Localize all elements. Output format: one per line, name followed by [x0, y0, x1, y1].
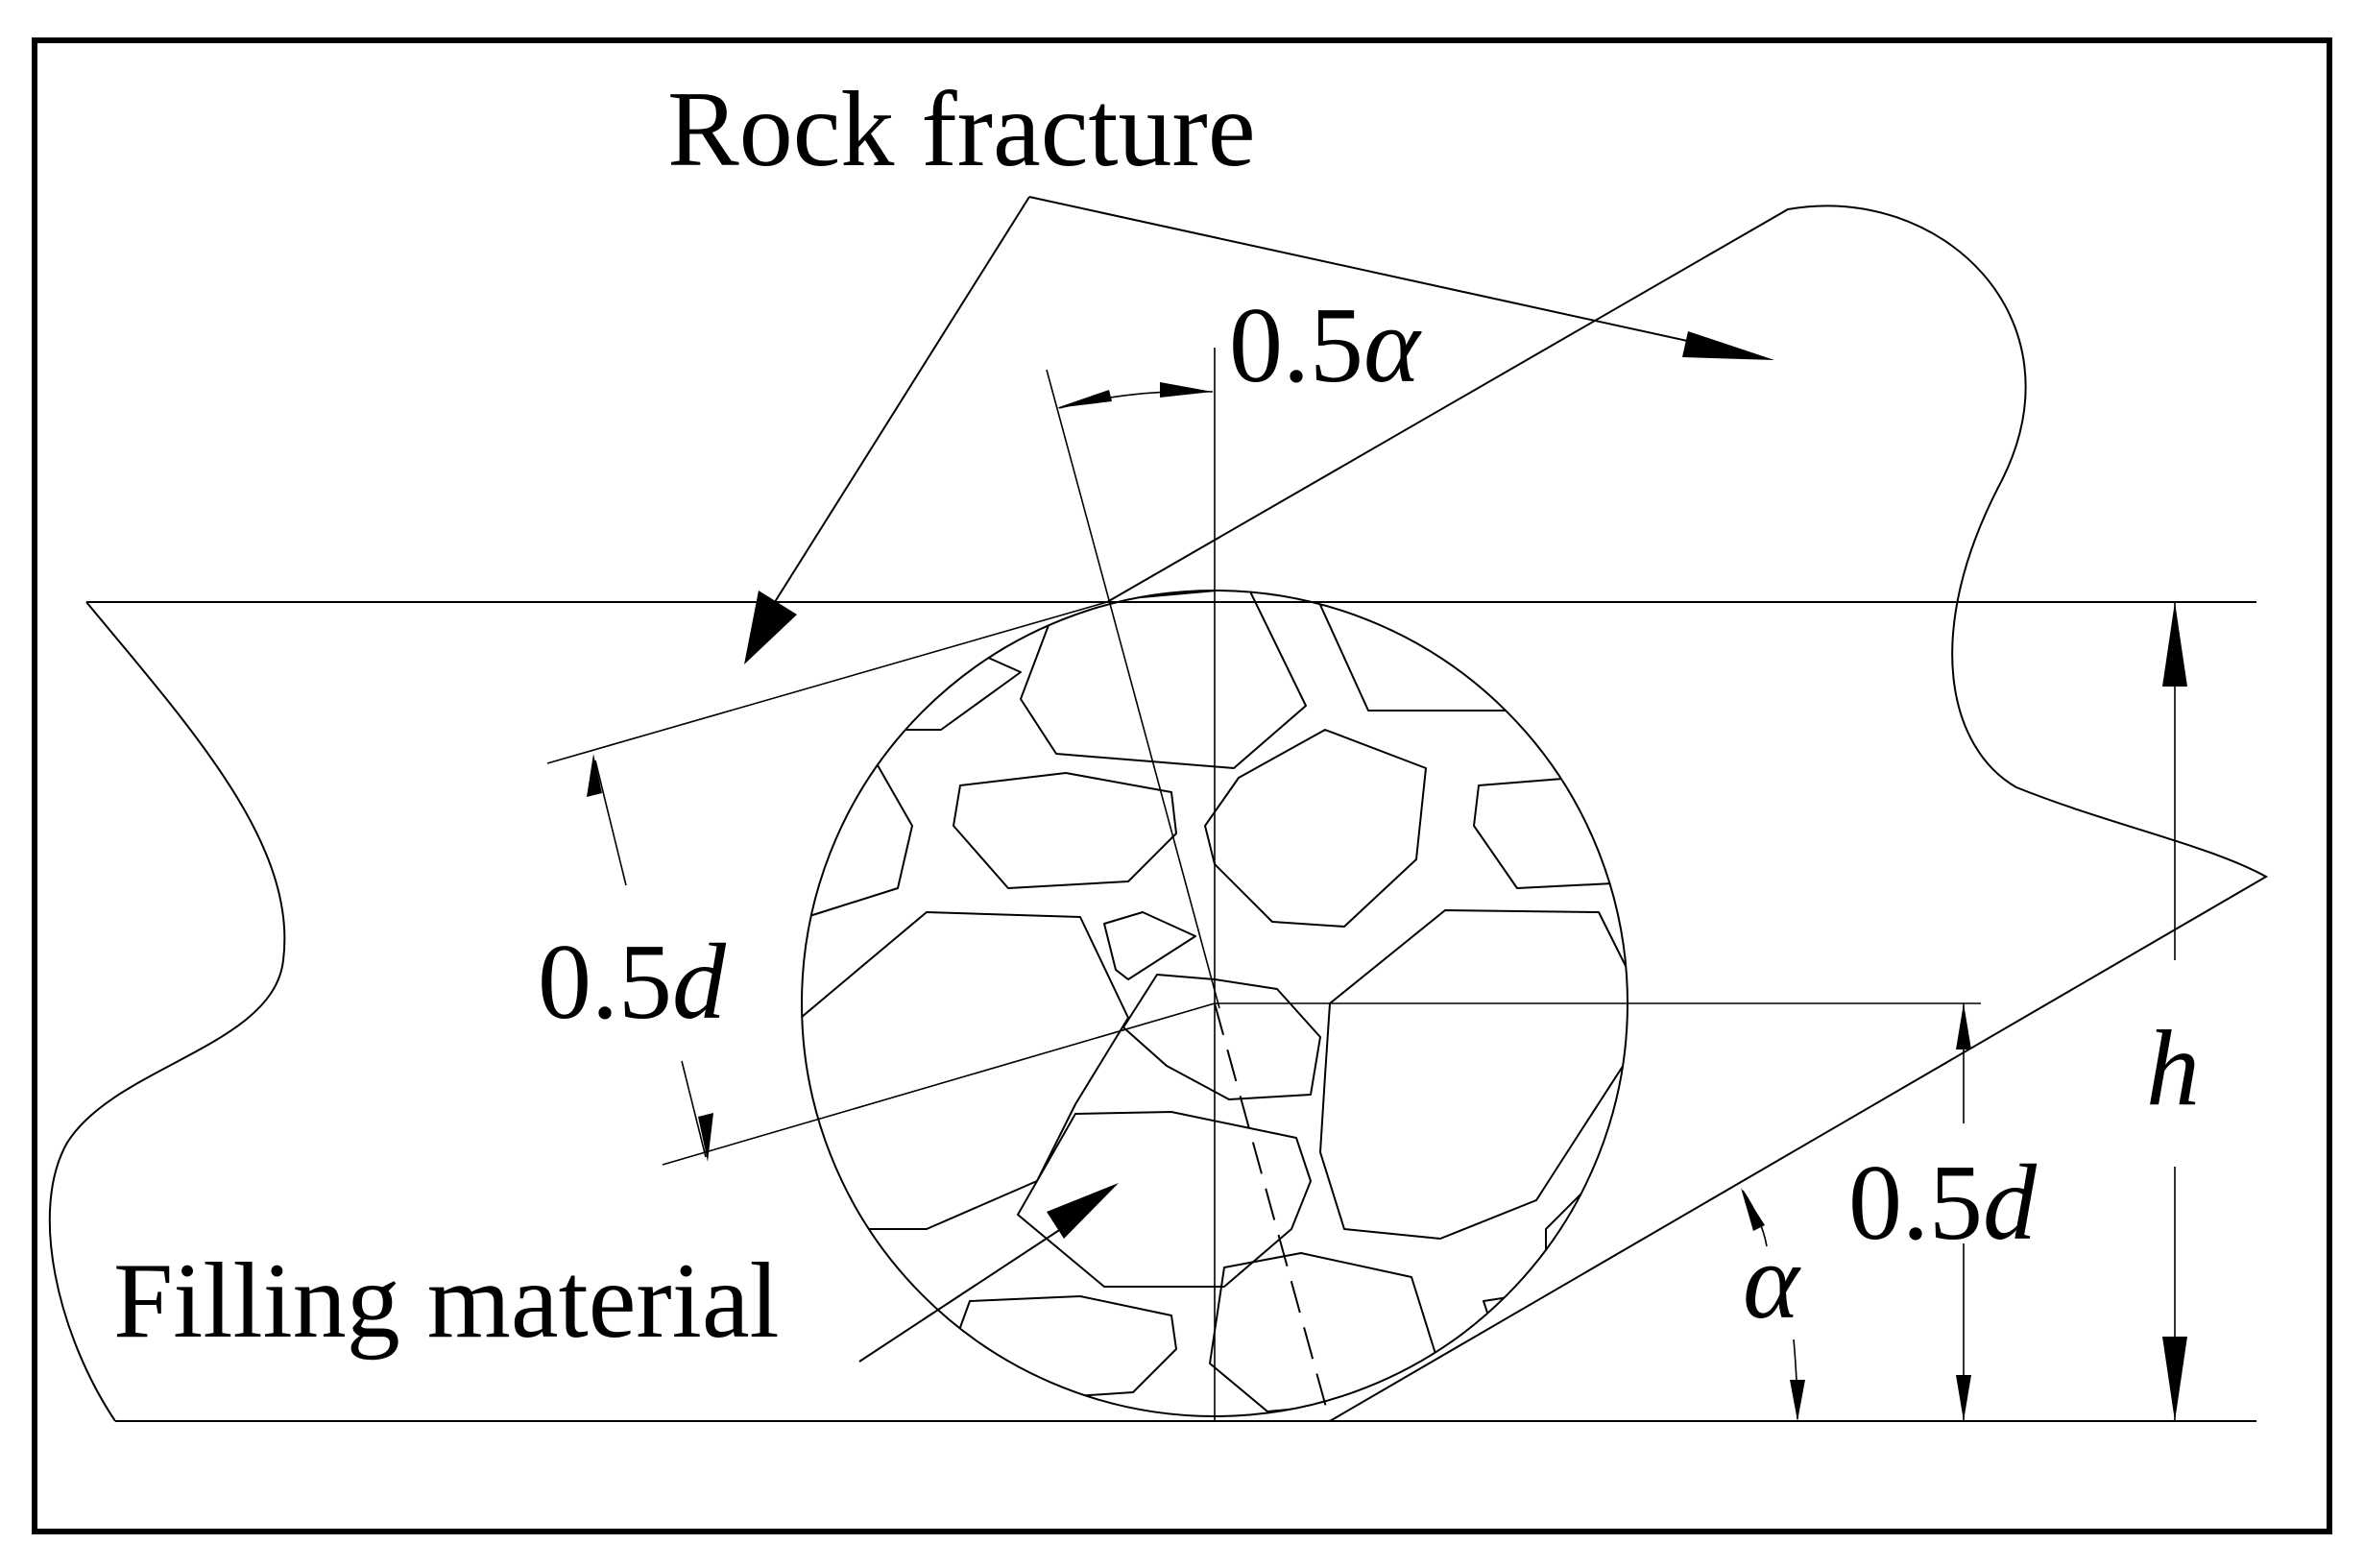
rock-fracture-leader-left — [767, 196, 1030, 614]
half-alpha-symbol: α — [1363, 286, 1422, 405]
alpha-arrowhead-bottom — [1790, 1380, 1805, 1421]
grain — [1319, 909, 1628, 1240]
half-alpha-arrowhead-right — [1160, 382, 1213, 398]
h-dim-arrowhead-top — [2162, 602, 2187, 687]
filling-material-leader — [858, 1218, 1076, 1363]
right-half-d-symbol: d — [1983, 1144, 2038, 1263]
left-dim-extension-top — [546, 601, 1108, 764]
inclined-axis-line — [1046, 369, 1220, 1009]
filling-material-label: Filling material — [113, 1242, 780, 1361]
grain — [950, 1295, 1177, 1403]
grain — [1473, 777, 1624, 889]
particle-grains — [802, 591, 1628, 1412]
left-half-d-symbol: d — [672, 923, 727, 1042]
grain — [1545, 1161, 1624, 1278]
right-dim-arrowhead-bottom — [1956, 1375, 1971, 1421]
grain — [1209, 1252, 1436, 1412]
rock-fracture-label: Rock fracture — [667, 70, 1256, 189]
left-dim-arrowhead-bottom — [698, 1113, 713, 1162]
half-alpha-label: 0.5α — [1229, 286, 1422, 405]
rock-block-outline — [1106, 205, 2269, 1422]
right-half-d-label: 0.5d — [1848, 1144, 2038, 1263]
grain — [802, 758, 913, 918]
left-dim-line-lower — [681, 1060, 707, 1158]
alpha-arrowhead-top — [1741, 1188, 1765, 1231]
grain — [882, 652, 1022, 731]
left-half-d-label: 0.5d — [538, 923, 727, 1042]
half-alpha-number: 0.5 — [1229, 286, 1363, 405]
right-dim-arrowhead-top — [1956, 1003, 1971, 1049]
inclined-axis-dashed-line — [1214, 1002, 1331, 1422]
grain — [1319, 604, 1532, 712]
right-half-d-number: 0.5 — [1848, 1144, 1983, 1263]
rock-fracture-arrowhead-left — [744, 591, 797, 664]
figure-frame — [32, 37, 2332, 1534]
left-dim-line-upper — [594, 760, 627, 886]
h-dim-arrowhead-bottom — [2162, 1337, 2187, 1421]
grain — [802, 911, 1129, 1230]
fracture-left-break-line — [48, 601, 286, 1422]
left-half-d-number: 0.5 — [538, 923, 672, 1042]
rock-fracture-arrowhead-right — [1682, 331, 1774, 360]
h-label: h — [2146, 1009, 2200, 1128]
grain — [1103, 911, 1196, 980]
alpha-label: α — [1743, 1222, 1801, 1341]
left-dim-extension-bottom — [662, 1002, 1216, 1166]
grain — [1483, 1291, 1556, 1345]
rock-fracture-leader-right — [1028, 196, 1710, 347]
grain — [953, 772, 1177, 889]
grain — [1020, 591, 1307, 769]
filling-material-arrowhead — [1047, 1183, 1119, 1239]
half-alpha-arrowhead-left — [1056, 390, 1112, 408]
grain — [1122, 974, 1321, 1100]
grain — [1204, 729, 1427, 928]
left-dim-arrowhead-top — [587, 754, 602, 797]
